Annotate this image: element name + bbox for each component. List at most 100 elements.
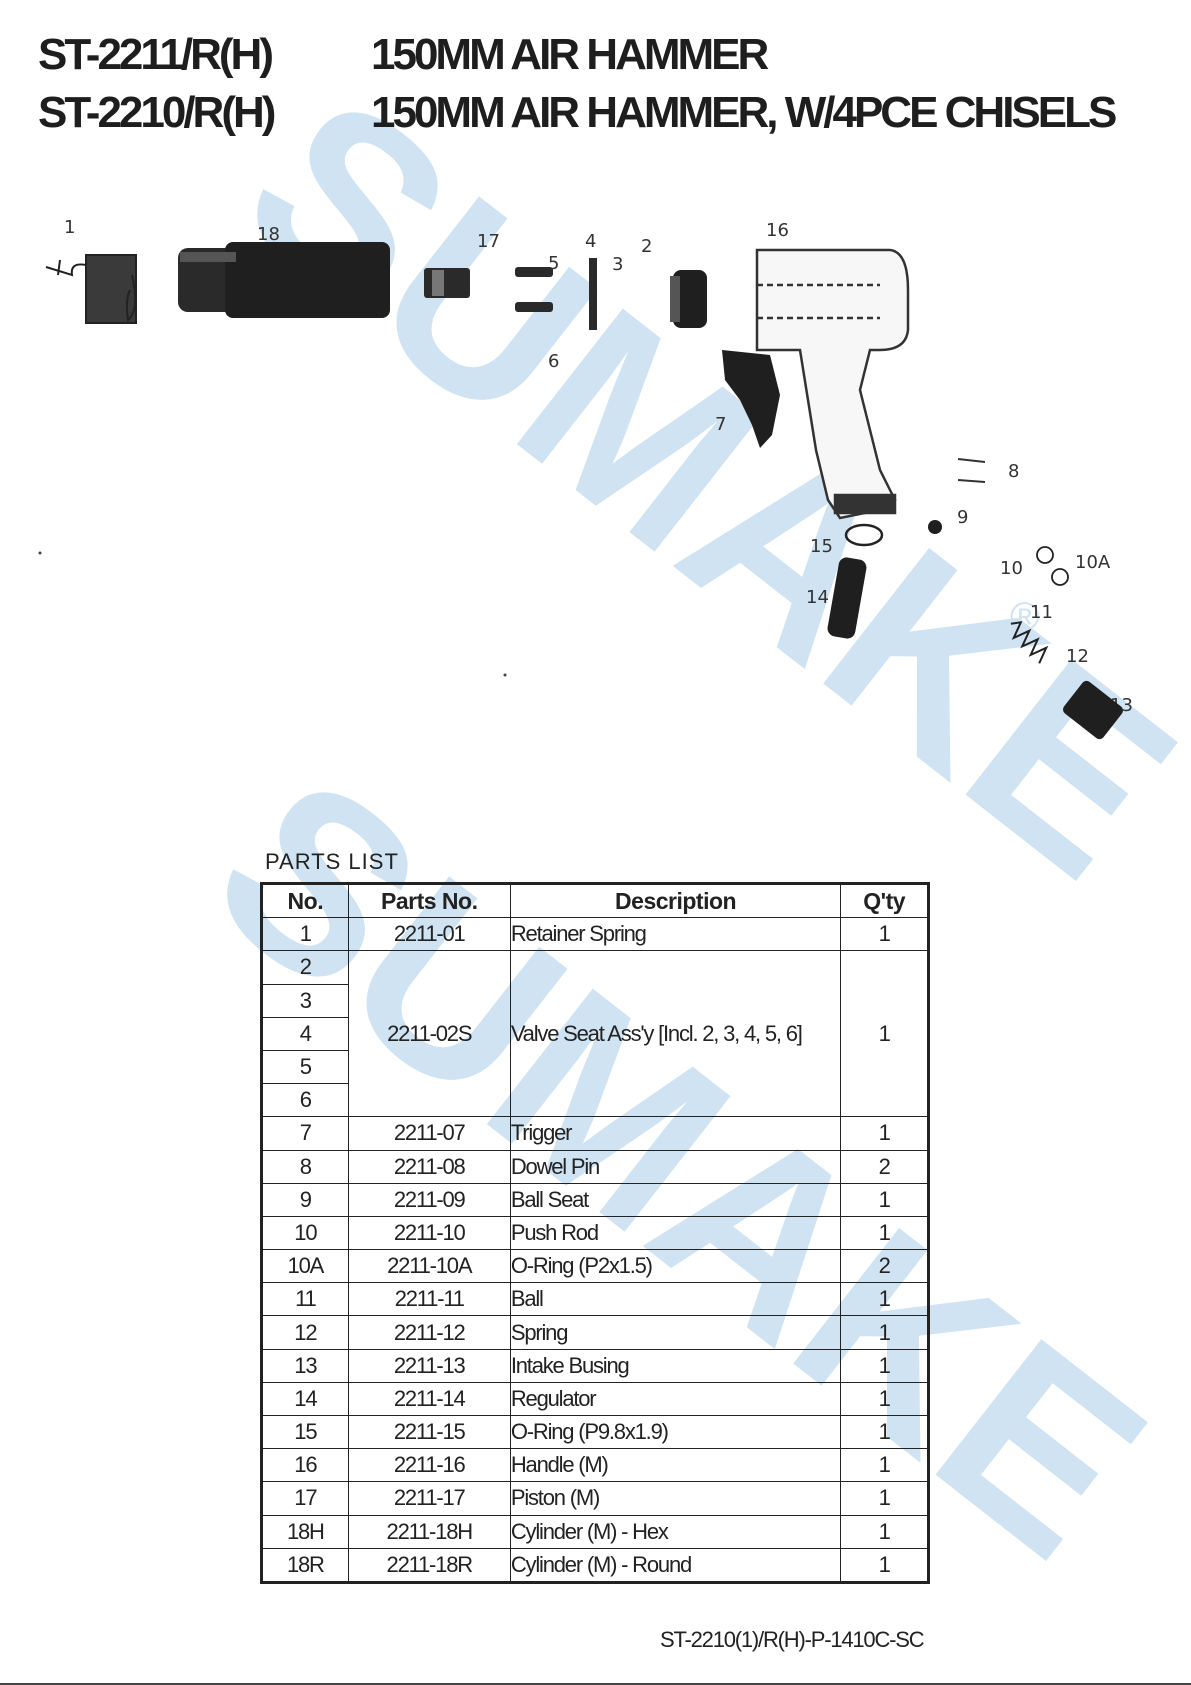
table-row: 10A 2211-10A O-Ring (P2x1.5) 2: [261, 1249, 929, 1284]
cell-no: 9: [261, 1182, 349, 1217]
callout-14: 14: [806, 587, 829, 608]
cell-qty: 1: [840, 1547, 929, 1583]
parts-list-caption: PARTS LIST: [265, 849, 399, 874]
cell-qty: 2: [840, 1149, 929, 1184]
cell-part: 2211-02S: [347, 950, 511, 1118]
cell-qty: 1: [840, 1381, 929, 1417]
callout-12: 12: [1066, 646, 1089, 667]
speck: [38, 551, 42, 555]
table-row: 18H 2211-18H Cylinder (M) - Hex 1: [261, 1514, 929, 1549]
callout-4: 4: [585, 231, 596, 252]
table-row: 11 2211-11 Ball 1: [261, 1282, 929, 1317]
o-ring-small-drawing-2: [1051, 568, 1069, 586]
cell-no: 16: [261, 1448, 349, 1483]
piston-drawing: [424, 268, 470, 298]
column-header-description: Description: [509, 882, 842, 919]
cell-no: 17: [261, 1481, 349, 1516]
valve-disc-drawing: [589, 258, 597, 330]
exploded-parts-diagram: 1 18 17 5 4 3 2 6 16 7 8 9 15 10 10A 14 …: [38, 217, 1133, 740]
column-header-qty: Q'ty: [840, 882, 929, 919]
pins-drawing: [515, 267, 553, 312]
cell-part: 2211-01: [347, 917, 511, 952]
callout-7: 7: [715, 414, 726, 435]
page-bottom-rule: [0, 1683, 1191, 1685]
table-row: 12 2211-12 Spring 1: [261, 1315, 929, 1350]
callout-6: 6: [548, 351, 559, 372]
cell-desc: Intake Busing: [509, 1348, 842, 1383]
cell-desc: Dowel Pin: [509, 1149, 842, 1184]
watermark-mark-lower: ®: [1020, 1360, 1049, 1404]
column-header-no: No.: [261, 882, 349, 919]
cell-desc: Piston (M): [509, 1481, 842, 1516]
cell-part: 2211-08: [347, 1149, 511, 1184]
cell-desc: Push Rod: [509, 1215, 842, 1251]
cell-no: 13: [261, 1348, 349, 1383]
cell-part: 2211-17: [347, 1481, 511, 1516]
table-row: 2 2211-02S Valve Seat Ass'y [Incl. 2, 3,…: [261, 950, 929, 1118]
trigger-drawing: [722, 350, 780, 448]
ball-seat-drawing: [928, 520, 942, 534]
table-row: 7 2211-07 Trigger 1: [261, 1116, 929, 1151]
cell-part: 2211-16: [347, 1448, 511, 1483]
table-row: 14 2211-14 Regulator 1: [261, 1381, 929, 1417]
cell-no: 10A: [261, 1249, 349, 1284]
cell-part: 2211-15: [347, 1414, 511, 1450]
cell-part: 2211-10A: [347, 1249, 511, 1284]
cell-qty: 1: [840, 1348, 929, 1383]
cell-desc: Cylinder (M) - Round: [509, 1547, 842, 1583]
table-header-row: No. Parts No. Description Q'ty: [261, 882, 929, 919]
callout-1: 1: [64, 217, 75, 238]
cell-desc: Cylinder (M) - Hex: [509, 1514, 842, 1549]
table-row: 9 2211-09 Ball Seat 1: [261, 1182, 929, 1217]
cell-qty: 1: [840, 1514, 929, 1549]
callout-10: 10: [1000, 558, 1023, 579]
callout-16: 16: [766, 220, 789, 241]
cell-qty: 1: [840, 1448, 929, 1483]
cell-part: 2211-11: [347, 1282, 511, 1317]
cylinder-drawing: [178, 242, 390, 318]
cell-no: 5: [261, 1049, 349, 1085]
table-row: 4: [261, 1016, 929, 1051]
o-ring-large-drawing: [844, 523, 884, 547]
table-row: 15 2211-15 O-Ring (P9.8x1.9) 1: [261, 1414, 929, 1450]
cell-no: 15: [261, 1414, 349, 1450]
speck: [503, 673, 507, 677]
cell-desc: Ball Seat: [509, 1182, 842, 1217]
cell-qty: 1: [840, 1215, 929, 1251]
column-header-parts-no: Parts No.: [347, 882, 511, 919]
table-row: 13 2211-13 Intake Busing 1: [261, 1348, 929, 1383]
cell-part: 2211-09: [347, 1182, 511, 1217]
callout-10a: 10A: [1075, 552, 1111, 573]
callout-8: 8: [1008, 461, 1019, 482]
cell-no: 12: [261, 1315, 349, 1350]
table-row: 17 2211-17 Piston (M) 1: [261, 1481, 929, 1516]
cell-desc: Retainer Spring: [509, 917, 842, 952]
cell-qty: 1: [840, 917, 929, 952]
product-name: 150MM AIR HAMMER, W/4PCE CHISELS: [371, 88, 1117, 137]
product-name: 150MM AIR HAMMER: [371, 30, 769, 79]
cell-part: 2211-12: [347, 1315, 511, 1350]
cell-no: 18H: [261, 1514, 349, 1549]
callout-11: 11: [1030, 602, 1053, 623]
callout-3: 3: [612, 254, 623, 275]
regulator-drawing: [827, 557, 867, 639]
cell-no: 18R: [261, 1547, 349, 1583]
cell-qty: 1: [840, 1282, 929, 1317]
table-row: 3: [261, 983, 929, 1018]
cell-part: 2211-14: [347, 1381, 511, 1417]
cell-qty: 1: [840, 1481, 929, 1516]
table-row: 1 2211-01 Retainer Spring 1: [261, 917, 929, 952]
cell-desc: Regulator: [509, 1381, 842, 1417]
cell-desc: Trigger: [509, 1116, 842, 1151]
o-ring-small-drawing: [1036, 546, 1054, 564]
cell-qty: 2: [840, 1249, 929, 1284]
cell-desc: O-Ring (P9.8x1.9): [509, 1414, 842, 1450]
cell-no: 1: [261, 917, 349, 952]
cell-no: 2: [261, 950, 349, 985]
cell-qty: 1: [840, 1414, 929, 1450]
callout-17: 17: [477, 231, 500, 252]
cell-desc: Spring: [509, 1315, 842, 1350]
cell-no: 10: [261, 1215, 349, 1251]
callout-9: 9: [957, 507, 968, 528]
model-number: ST-2210/R(H): [38, 88, 276, 137]
